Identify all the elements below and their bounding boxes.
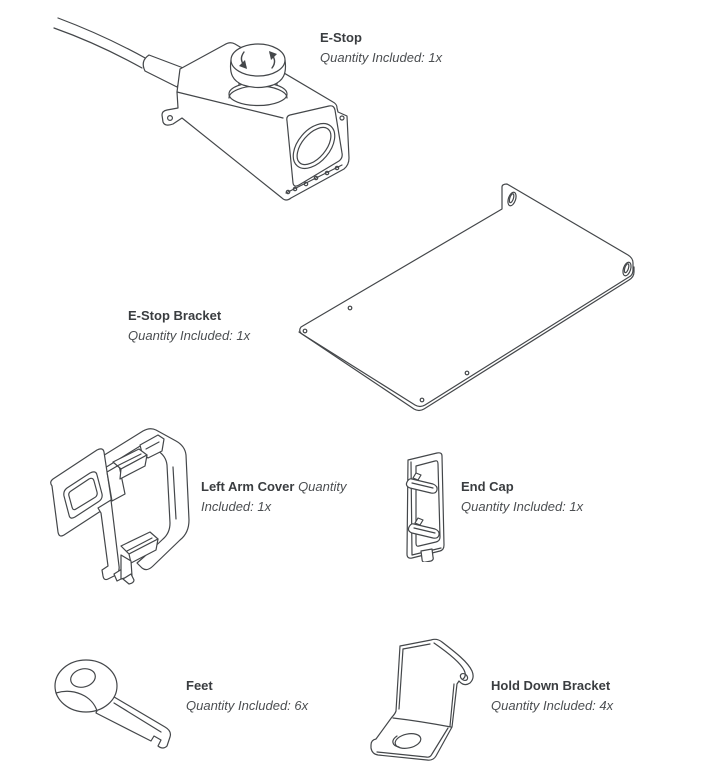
part-figure-hold-down-bracket: [364, 636, 486, 773]
part-quantity: Quantity Included: 1x: [461, 499, 584, 514]
left-arm-cover-drawing-icon: [50, 428, 190, 585]
part-label-e-stop: E-Stop Quantity Included: 1x: [320, 28, 442, 68]
part-quantity: Quantity Included: 6x: [186, 698, 309, 713]
part-quantity: Quantity Included: 4x: [491, 698, 614, 713]
part-label-hold-down-bracket: Hold Down Bracket Quantity Included: 4x: [491, 676, 613, 716]
hold-down-bracket-drawing-icon: [370, 638, 474, 761]
part-figure-e-stop: [45, 8, 365, 213]
part-name: End Cap: [461, 479, 514, 494]
part-name: Feet: [186, 678, 213, 693]
part-quantity: Quantity Included: 1x: [201, 479, 347, 514]
end-cap-drawing-icon: [405, 452, 445, 563]
part-label-left-arm-cover: Left Arm Cover Quantity Included: 1x: [201, 477, 369, 517]
e-stop-drawing-icon: [53, 17, 350, 201]
feet-drawing-icon: [54, 659, 172, 749]
part-figure-left-arm-cover: [48, 424, 218, 601]
part-label-end-cap: End Cap Quantity Included: 1x: [461, 477, 583, 517]
part-label-e-stop-bracket: E-Stop Bracket Quantity Included: 1x: [128, 306, 250, 346]
part-name: E-Stop Bracket: [128, 308, 222, 323]
part-name: E-Stop: [320, 30, 362, 45]
part-quantity: Quantity Included: 1x: [128, 328, 251, 343]
e-stop-bracket-drawing-icon: [298, 183, 635, 412]
part-name: Left Arm Cover: [201, 479, 295, 494]
part-quantity: Quantity Included: 1x: [320, 50, 443, 65]
part-figure-feet: [48, 652, 172, 755]
part-label-feet: Feet Quantity Included: 6x: [186, 676, 308, 716]
part-figure-e-stop-bracket: [288, 176, 644, 421]
part-figure-end-cap: [400, 450, 452, 567]
part-name: Hold Down Bracket: [491, 678, 611, 693]
